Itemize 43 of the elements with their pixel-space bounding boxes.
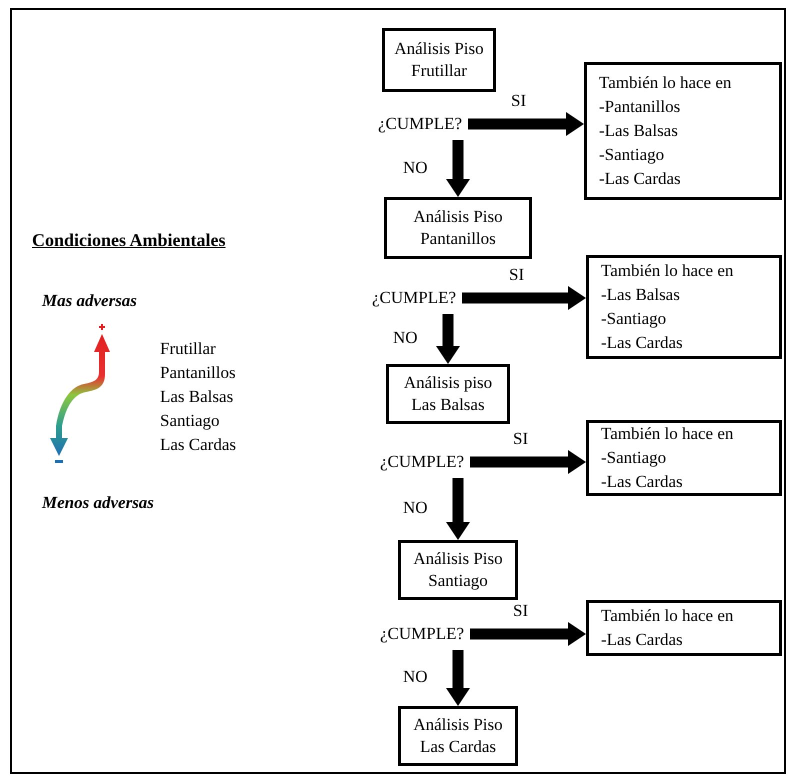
block-arrow: [462, 286, 586, 310]
block-arrow: [436, 314, 460, 364]
location-item: -Las Cardas: [601, 629, 683, 651]
location-item: -Las Balsas: [601, 284, 680, 306]
block-arrow: [470, 622, 586, 646]
process-box: Análisis piso Las Balsas: [386, 364, 510, 424]
location-item: -Las Cardas: [601, 332, 683, 354]
decision-question: ¿CUMPLE?: [378, 112, 464, 136]
scale-end-label: Menos adversas: [42, 492, 154, 514]
location-item: -Santiago: [601, 447, 666, 469]
location-item: -Las Cardas: [599, 168, 681, 190]
location-name: Pantanillos: [160, 362, 236, 384]
location-item: -Santiago: [599, 144, 664, 166]
result-heading: También lo hace en: [601, 260, 734, 282]
decision-question: ¿CUMPLE?: [372, 286, 458, 310]
result-heading: También lo hace en: [601, 605, 734, 627]
section-heading: Condiciones Ambientales: [32, 229, 226, 251]
block-arrow: [468, 112, 584, 136]
result-box: [584, 62, 782, 200]
block-arrow: [446, 478, 470, 540]
process-box: Análisis Piso Santiago: [398, 540, 518, 600]
location-name: Frutillar: [160, 338, 216, 360]
result-box: [586, 420, 782, 496]
result-heading: También lo hace en: [601, 423, 734, 445]
block-arrow: [470, 450, 586, 474]
block-arrow: [446, 650, 470, 706]
process-box: Análisis Piso Las Cardas: [398, 706, 518, 766]
decision-question: ¿CUMPLE?: [380, 450, 466, 474]
result-heading: También lo hace en: [599, 72, 732, 94]
location-item: -Pantanillos: [599, 96, 680, 118]
decision-question: ¿CUMPLE?: [380, 622, 466, 646]
location-item: -Las Cardas: [601, 471, 683, 493]
result-box: [586, 600, 782, 656]
block-arrow: [446, 140, 470, 197]
location-name: Las Balsas: [160, 386, 234, 408]
location-name: Las Cardas: [160, 434, 236, 456]
location-item: -Las Balsas: [599, 120, 678, 142]
process-box: Análisis Piso Pantanillos: [384, 197, 532, 259]
location-item: -Santiago: [601, 308, 666, 330]
location-name: Santiago: [160, 410, 220, 432]
result-box: [586, 255, 782, 359]
process-box: Análisis Piso Frutillar: [382, 28, 496, 92]
scale-end-label: Mas adversas: [42, 290, 137, 312]
